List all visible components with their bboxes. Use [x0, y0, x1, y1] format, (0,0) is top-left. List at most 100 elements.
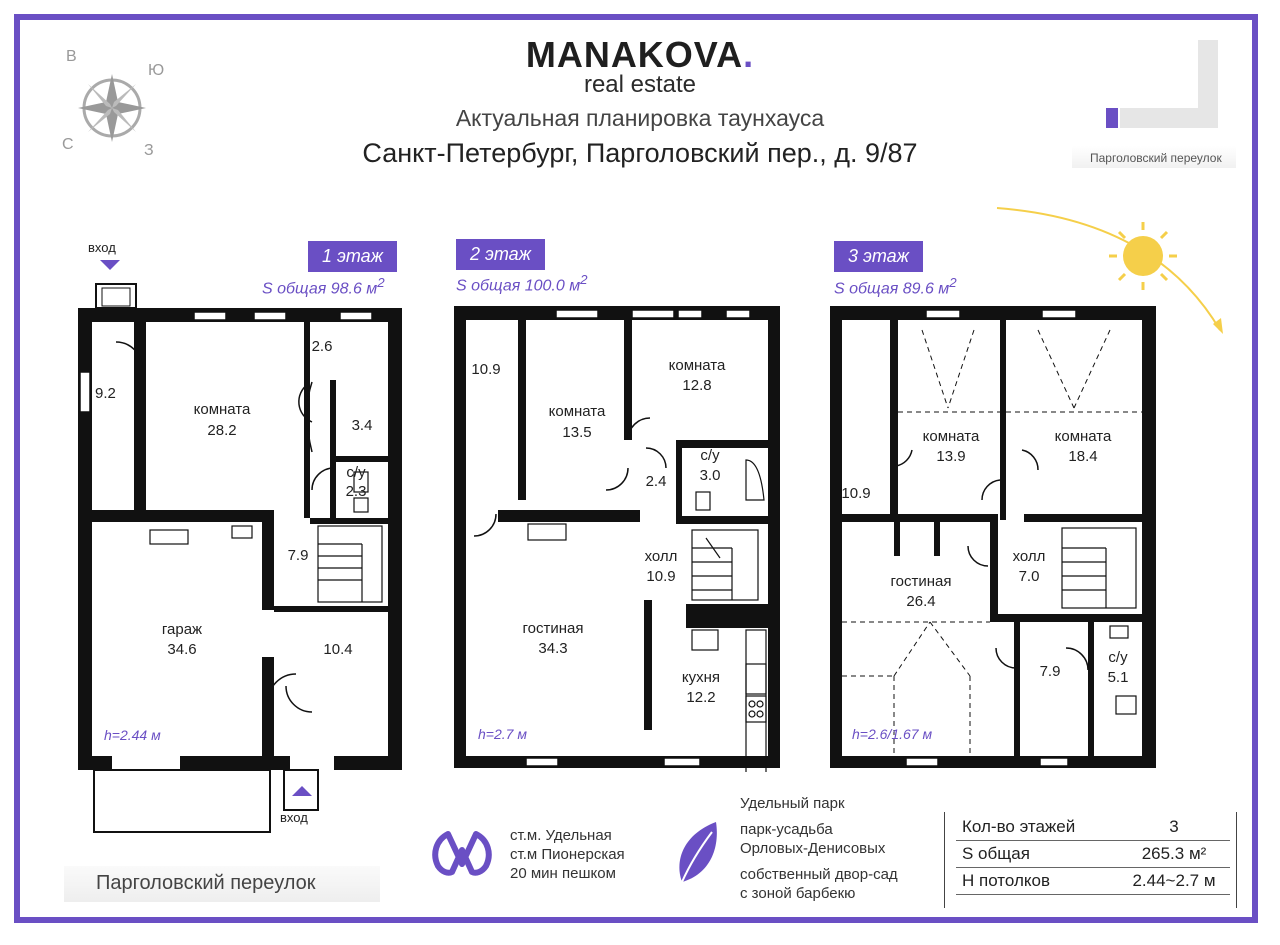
- floor-2-ceiling-height: h=2.7 м: [478, 726, 527, 742]
- floor-2-bathroom-area: 3.0: [699, 467, 721, 484]
- params-key: Н потолков: [956, 867, 1118, 895]
- floor-3-bedroom-1-name: комната: [922, 428, 980, 445]
- floor-2-plan: [454, 306, 780, 772]
- metro-station-1: ст.м. Удельная: [510, 827, 612, 844]
- brand-name: MANAKOVA: [525, 34, 744, 75]
- floor-3-badge: 3 этаж: [834, 241, 924, 272]
- sun-path-icon: [996, 207, 1223, 334]
- site-map-street-label: Парголовский переулок: [1090, 151, 1222, 165]
- floor-2-area-text: S общая 100.0 м: [456, 277, 581, 295]
- entry-arrow-bottom-icon: [292, 786, 312, 796]
- floor-1-bathroom-area: 2.3: [345, 483, 367, 500]
- floor-1-entry-top-label: вход: [88, 240, 116, 255]
- floor-2-badge: 2 этаж: [456, 239, 546, 270]
- site-map-street-shade: [1072, 146, 1236, 168]
- metro-info: ст.м. Удельная ст.м Пионерская 20 мин пе…: [510, 826, 625, 883]
- floor-1-room-bedroom-area: 28.2: [207, 422, 237, 439]
- params-value: 265.3 м²: [1118, 840, 1230, 868]
- floor-2-kitchen-name: кухня: [681, 669, 721, 686]
- floor-3-area-sup: 2: [949, 275, 957, 290]
- floor-2-living-name: гостиная: [522, 620, 584, 637]
- floor-2-hall-area: 10.9: [646, 568, 676, 585]
- floor-2-living-area: 34.3: [538, 640, 568, 657]
- floor-1-area-text: S общая 98.6 м: [262, 280, 378, 298]
- floor-2-area: S общая 100.0 м2: [456, 272, 588, 295]
- floor-3-room-10-9-area: 10.9: [841, 485, 871, 502]
- floor-3-living-area: 26.4: [906, 593, 936, 610]
- park-info: Удельный парк парк-усадьба Орловых-Денис…: [740, 794, 898, 903]
- metro-logo-icon: [432, 831, 492, 876]
- site-map-road-horizontal: [1120, 108, 1218, 128]
- floor-2-bedroom-2-area: 12.8: [682, 377, 712, 394]
- park-line-3: Орловых-Денисовых: [740, 840, 886, 857]
- floor-2-area-sup: 2: [580, 272, 588, 287]
- floor-3-bedroom-2-area: 18.4: [1068, 448, 1098, 465]
- site-map-house-marker: [1106, 108, 1118, 128]
- floor-1-ceiling-height: h=2.44 м: [104, 727, 161, 743]
- floor-3-bathroom-area: 5.1: [1107, 669, 1129, 686]
- floor-3-hall-area: 7.0: [1018, 568, 1040, 585]
- floor-1-room-3-4-area: 3.4: [351, 417, 373, 434]
- floor-1-garage-name: гараж: [161, 621, 203, 638]
- leaf-icon: [679, 822, 717, 883]
- floor-3-hall-name: холл: [1012, 548, 1046, 565]
- compass-east: Ю: [148, 62, 165, 79]
- metro-walk-time: 20 мин пешком: [510, 865, 616, 882]
- floor-1-bathroom-name: с/у: [346, 464, 366, 481]
- park-line-5: с зоной барбекю: [740, 885, 856, 902]
- floor-1-area-sup: 2: [377, 275, 385, 290]
- params-key: Кол-во этажей: [956, 814, 1118, 841]
- floor-2-bedroom-1-area: 13.5: [562, 424, 592, 441]
- floor-1-room-bedroom-name: комната: [193, 401, 251, 418]
- compass-rose-icon: [78, 74, 146, 142]
- floor-3-bathroom-name: с/у: [1108, 649, 1128, 666]
- park-line-1: Удельный парк: [740, 795, 845, 812]
- floor-1-entry-bottom-label: вход: [280, 810, 308, 825]
- compass-north: В: [66, 48, 77, 65]
- floor-1-garage-area: 34.6: [167, 641, 197, 658]
- params-key: S общая: [956, 840, 1118, 868]
- compass-west: С: [62, 136, 74, 153]
- compass-south: З: [144, 142, 154, 159]
- floor-3-room-7-9-area: 7.9: [1039, 663, 1061, 680]
- params-divider-right: [1236, 812, 1237, 908]
- page-frame: [14, 14, 1258, 923]
- floor-3-area-text: S общая 89.6 м: [834, 280, 950, 298]
- address: Санкт-Петербург, Парголовский пер., д. 9…: [362, 138, 918, 168]
- floor-1-badge: 1 этаж: [308, 241, 398, 272]
- floor-2-room-2-4-area: 2.4: [645, 473, 667, 490]
- park-line-2: парк-усадьба: [740, 821, 833, 838]
- params-divider-left: [944, 812, 945, 908]
- floor-2-bedroom-1-name: комната: [548, 403, 606, 420]
- floor-1-room-2-6-area: 2.6: [311, 338, 333, 355]
- street-bar: [64, 866, 380, 902]
- floor-3-area: S общая 89.6 м2: [834, 275, 957, 298]
- entry-arrow-top-icon: [100, 260, 120, 270]
- floor-2-room-10-9-area: 10.9: [471, 361, 501, 378]
- floor-3-living-name: гостиная: [890, 573, 952, 590]
- floor-1-plan: [78, 283, 402, 833]
- floor-2-bedroom-2-name: комната: [668, 357, 726, 374]
- plan-subtitle: Актуальная планировка таунхауса: [455, 105, 825, 131]
- floor-3-bedroom-1-area: 13.9: [936, 448, 966, 465]
- floor-1-room-7-9-area: 7.9: [287, 547, 309, 564]
- floor-1-room-9-2-area: 9.2: [95, 385, 116, 402]
- brand-logo: MANAKOVA.: [0, 34, 1280, 76]
- site-map-road-vertical: [1198, 40, 1218, 128]
- params-value: 3: [1118, 814, 1230, 841]
- brand-subtitle: real estate: [583, 71, 697, 98]
- brand-dot: .: [743, 34, 755, 75]
- floor-2-kitchen-area: 12.2: [686, 689, 716, 706]
- floor-3-plan: [830, 306, 1156, 768]
- floor-1-area: S общая 98.6 м2: [262, 275, 385, 298]
- park-line-4: собственный двор-сад: [740, 866, 898, 883]
- metro-station-2: ст.м Пионерская: [510, 846, 625, 863]
- floor-2-hall-name: холл: [644, 548, 678, 565]
- street-name: Парголовский переулок: [96, 872, 316, 894]
- floor-3-ceiling-height: h=2.6/1.67 м: [852, 726, 933, 742]
- floor-3-bedroom-2-name: комната: [1054, 428, 1112, 445]
